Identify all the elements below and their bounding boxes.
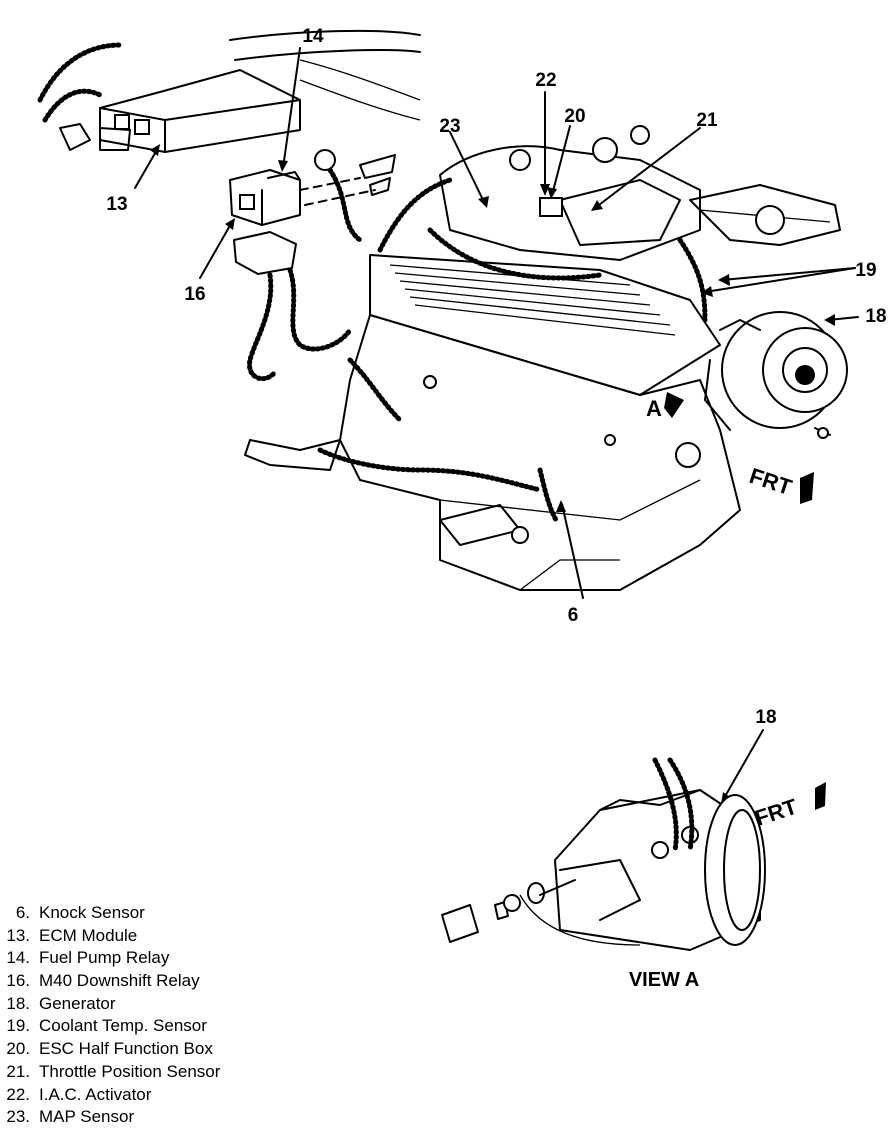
legend-label: MAP Sensor: [39, 1107, 135, 1127]
callout-labels: 6 13 14 16 18 18 19 20 21 22 23: [106, 26, 886, 728]
callout-21: 21: [696, 110, 718, 131]
legend-number: 20.: [6, 1039, 30, 1059]
legend-item: 21. Throttle Position Sensor: [0, 1061, 300, 1084]
callout-23: 23: [439, 116, 460, 137]
callout-6: 6: [568, 605, 579, 626]
legend-number: 13.: [6, 925, 30, 945]
ecm-module-illustration: [37, 29, 421, 153]
callout-18: 18: [865, 306, 886, 327]
legend-item: 19. Coolant Temp. Sensor: [0, 1015, 300, 1038]
legend-label: Coolant Temp. Sensor: [39, 1016, 207, 1036]
view-a-marker-label: A: [646, 396, 662, 421]
view-a-title: VIEW A: [629, 969, 699, 991]
callout-13: 13: [106, 194, 127, 215]
callout-14: 14: [302, 26, 324, 47]
legend-number: 23.: [6, 1107, 30, 1127]
legend-label: I.A.C. Activator: [39, 1084, 152, 1104]
legend-label: ECM Module: [39, 925, 138, 945]
legend-item: 22. I.A.C. Activator: [0, 1084, 300, 1107]
legend-item: 13. ECM Module: [0, 925, 300, 948]
legend-item: 23. MAP Sensor: [0, 1106, 300, 1129]
front-direction-arrow-view-a: [815, 782, 826, 810]
relay-assembly-illustration: [229, 149, 396, 382]
callout-19: 19: [855, 260, 876, 281]
legend-label: M40 Downshift Relay: [39, 971, 200, 991]
legend-item: 18. Generator: [0, 993, 300, 1016]
legend-number: 14.: [6, 948, 30, 968]
legend-label: Knock Sensor: [39, 903, 145, 922]
callout-16: 16: [184, 284, 205, 305]
legend-number: 18.: [6, 993, 30, 1013]
a-view-arrow: [664, 392, 684, 418]
callout-20: 20: [564, 106, 585, 127]
legend-label: Fuel Pump Relay: [39, 948, 170, 968]
legend-label: Throttle Position Sensor: [39, 1061, 221, 1081]
view-a-illustration: [441, 757, 766, 951]
legend-item: 6. Knock Sensor: [0, 902, 300, 925]
component-legend: 6. Knock Sensor 13. ECM Module 14. Fuel Pum…: [0, 902, 300, 1129]
engine-block-illustration: [244, 125, 848, 591]
legend-number: 19.: [6, 1016, 30, 1036]
legend-number: 16.: [6, 971, 30, 991]
legend-label: Generator: [39, 993, 116, 1013]
legend-item: 14. Fuel Pump Relay: [0, 947, 300, 970]
callout-22: 22: [535, 70, 556, 91]
legend-label: ESC Half Function Box: [39, 1039, 213, 1059]
front-direction-arrow: [800, 472, 814, 504]
legend-number: 22.: [6, 1084, 30, 1104]
legend-number: 21.: [6, 1061, 30, 1081]
front-label-view-a: FRT: [752, 794, 801, 831]
callout-18-view-a: 18: [755, 707, 776, 728]
legend-item: 16. M40 Downshift Relay: [0, 970, 300, 993]
front-label: FRT: [746, 463, 795, 500]
legend-item: 20. ESC Half Function Box: [0, 1038, 300, 1061]
callout-leaders: [134, 47, 859, 804]
legend-number: 6.: [15, 903, 30, 922]
